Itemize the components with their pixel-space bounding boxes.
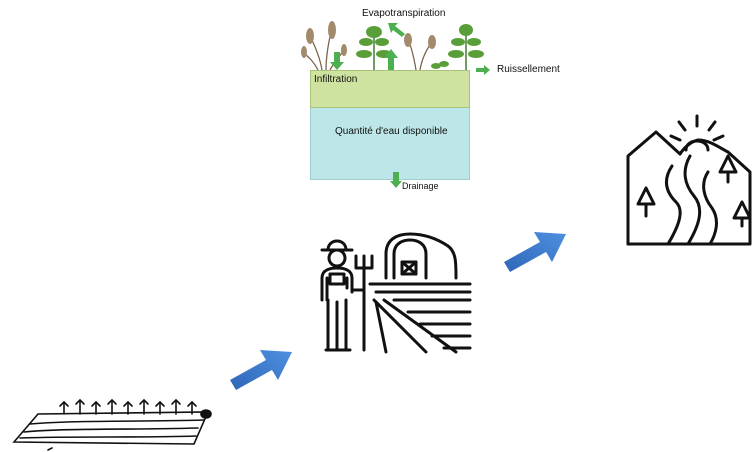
available-water-label: Quantité d'eau disponible bbox=[335, 126, 448, 137]
plowed-field-icon bbox=[12, 398, 212, 451]
drainage-arrow-icon bbox=[390, 172, 402, 188]
runoff-label: Ruissellement bbox=[497, 64, 560, 75]
available-water-layer: Quantité d'eau disponible bbox=[310, 108, 470, 180]
farmer-with-barn-icon bbox=[320, 232, 472, 354]
flow-arrow-field-to-farm bbox=[230, 350, 292, 390]
flow-arrow-farm-to-landscape bbox=[504, 232, 566, 272]
vegetation-icon bbox=[301, 21, 484, 72]
mountain-river-landscape-icon bbox=[626, 114, 752, 246]
infiltration-label: Infiltration bbox=[314, 74, 358, 85]
infiltration-layer: Infiltration bbox=[310, 70, 470, 108]
runoff-arrow-icon bbox=[476, 65, 490, 75]
water-balance-diagram: Evapotranspiration Infiltration Quantité bbox=[296, 0, 596, 200]
evapotranspiration-label: Evapotranspiration bbox=[362, 8, 446, 19]
drainage-label: Drainage bbox=[402, 181, 439, 191]
